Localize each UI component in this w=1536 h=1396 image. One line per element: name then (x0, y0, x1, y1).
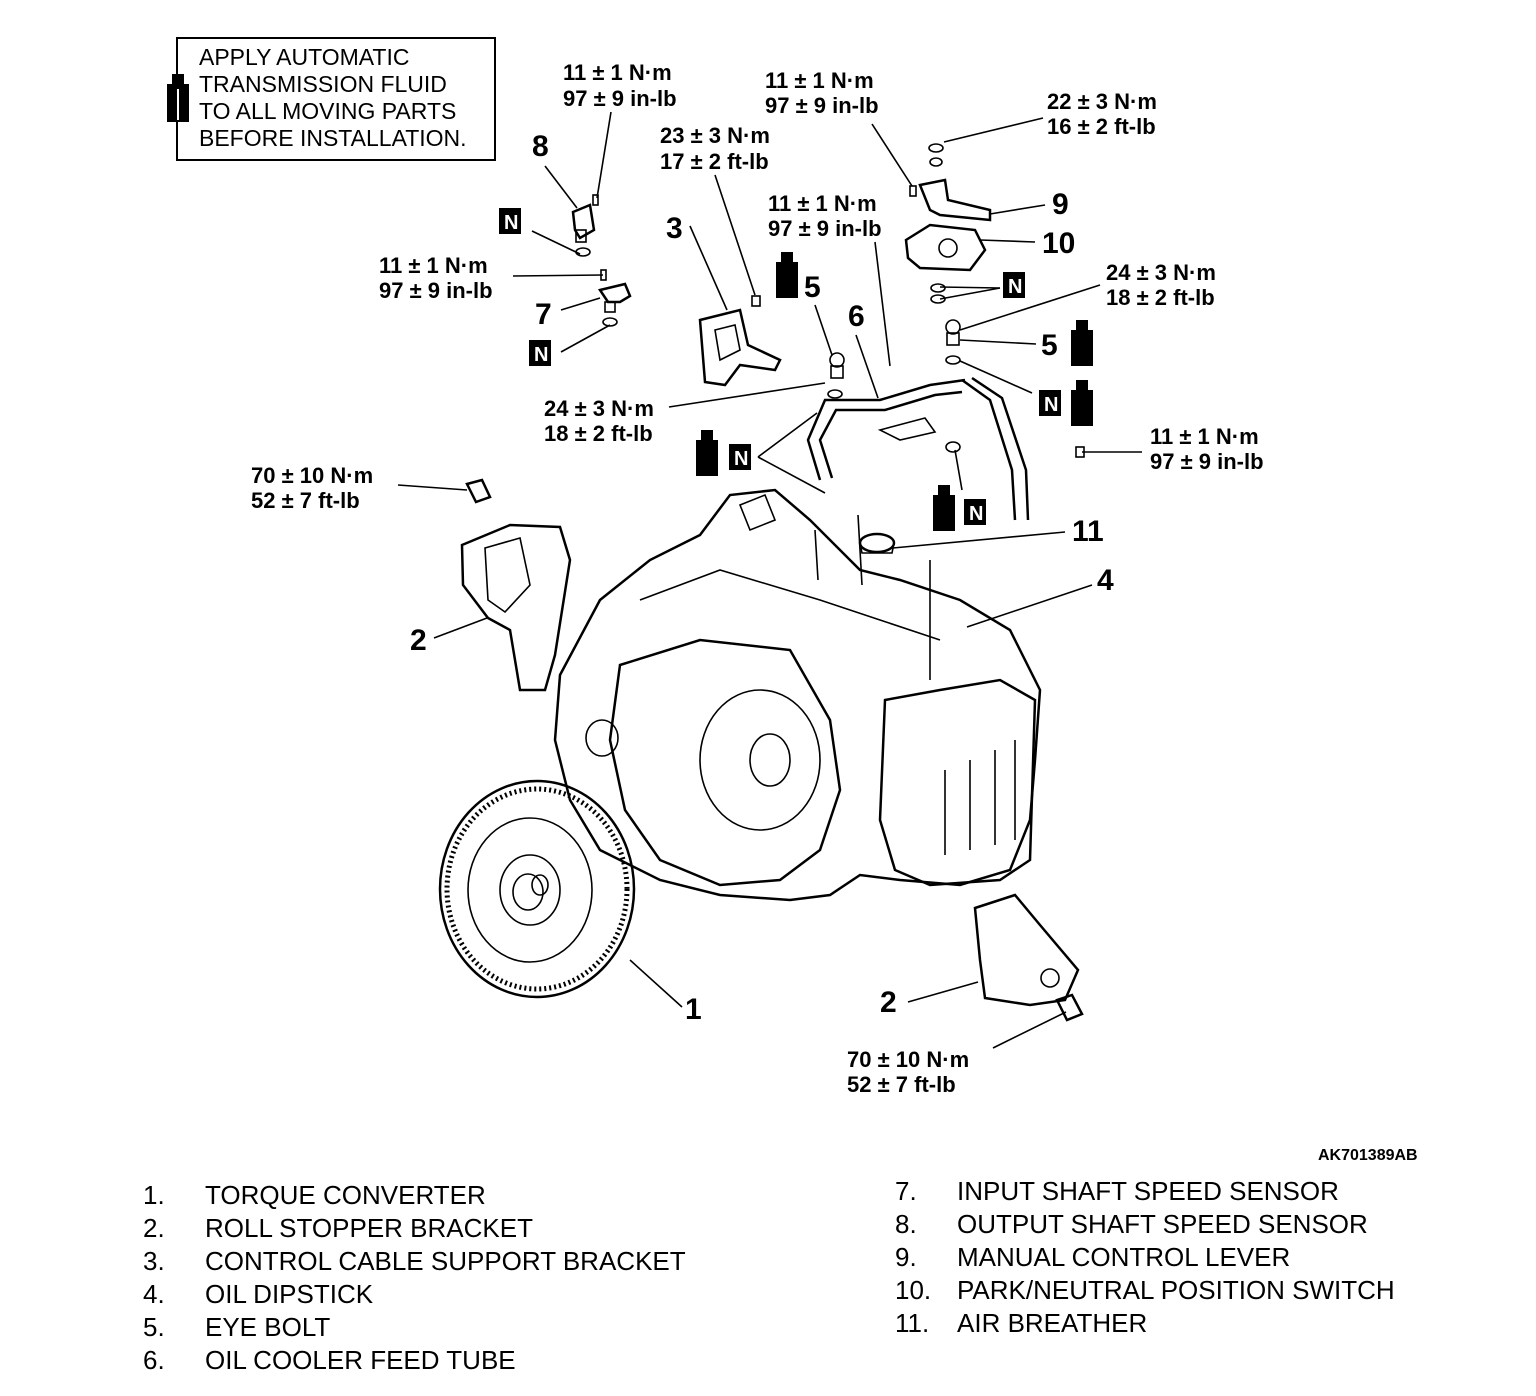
manual-control-lever (909, 143, 992, 222)
torque-2l-ftlb: 52 ± 7 ft-lb (251, 488, 360, 513)
svg-text:N: N (734, 448, 748, 470)
roll-stopper-bolt-left (465, 478, 492, 504)
callout-5-left: 5 (804, 271, 821, 304)
torque-9-ftlb: 16 ± 2 ft-lb (1047, 114, 1156, 139)
legend-item: 11.AIR BREATHER (895, 1308, 1148, 1338)
torque-5r-ftlb: 18 ± 2 ft-lb (1106, 285, 1215, 310)
torque-2r-ftlb: 52 ± 7 ft-lb (847, 1072, 956, 1097)
oil-cooler-feed-tube (806, 376, 1085, 521)
torque-3-nm: 23 ± 3 N·m (660, 123, 770, 148)
roll-stopper-bolt-right (1055, 993, 1084, 1022)
legend-item: 7.INPUT SHAFT SPEED SENSOR (895, 1176, 1339, 1206)
leader-lines (397, 111, 1142, 1049)
legend-item: 9.MANUAL CONTROL LEVER (895, 1242, 1291, 1272)
transaxle-case (553, 488, 1042, 902)
new-part-symbol: N (964, 499, 986, 525)
legend-item: 2.ROLL STOPPER BRACKET (143, 1213, 533, 1243)
torque-right-inlb: 97 ± 9 in-lb (1150, 449, 1264, 474)
new-part-symbol: N (499, 208, 521, 234)
legend-item: 6.OIL COOLER FEED TUBE (143, 1345, 516, 1375)
new-part-symbols: N N N N N N (499, 208, 1061, 525)
torque-6-nm: 11 ± 1 N·m (768, 191, 877, 216)
figure-code: AK701389AB (1318, 1147, 1418, 1164)
note-line-1: APPLY AUTOMATIC (199, 44, 409, 70)
fluid-note: APPLY AUTOMATIC TRANSMISSION FLUID TO AL… (167, 37, 496, 161)
svg-text:N: N (534, 344, 548, 366)
callout-4: 4 (1097, 564, 1114, 597)
svg-text:N: N (1008, 276, 1022, 298)
torque-5l-nm: 24 ± 3 N·m (544, 396, 654, 421)
callout-9: 9 (1052, 188, 1069, 221)
torque-8-inlb: 97 ± 9 in-lb (563, 86, 677, 111)
callout-8: 8 (532, 130, 549, 163)
torque-5l-ftlb: 18 ± 2 ft-lb (544, 421, 653, 446)
fluid-bottle-icons (696, 252, 1093, 531)
park-neutral-position-switch (904, 223, 987, 304)
torque-top-inlb: 97 ± 9 in-lb (765, 93, 879, 118)
svg-text:N: N (504, 212, 518, 234)
eye-bolt-left (827, 352, 845, 399)
callout-7: 7 (535, 298, 552, 331)
callout-2-right: 2 (880, 986, 897, 1019)
torque-top-nm: 11 ± 1 N·m (765, 68, 874, 93)
torque-7-nm: 11 ± 1 N·m (379, 253, 488, 278)
torque-8-nm: 11 ± 1 N·m (563, 60, 672, 85)
eye-bolt-right (945, 319, 961, 365)
legend-item: 3.CONTROL CABLE SUPPORT BRACKET (143, 1246, 686, 1276)
fluid-bottle-icon (776, 252, 798, 298)
fluid-bottle-icon (167, 74, 189, 122)
fluid-bottle-icon (1071, 380, 1093, 426)
torque-labels: 11 ± 1 N·m 97 ± 9 in-lb 23 ± 3 N·m 17 ± … (251, 60, 1264, 1097)
torque-converter (438, 779, 636, 999)
callout-2-left: 2 (410, 624, 427, 657)
output-shaft-speed-sensor (571, 194, 599, 257)
callout-3: 3 (666, 212, 683, 245)
torque-6-inlb: 97 ± 9 in-lb (768, 216, 882, 241)
new-part-symbol: N (729, 444, 751, 470)
new-part-symbol: N (1039, 390, 1061, 416)
callout-5-right: 5 (1041, 329, 1058, 362)
callout-10: 10 (1042, 227, 1075, 260)
torque-3-ftlb: 17 ± 2 ft-lb (660, 149, 769, 174)
legend-item: 8.OUTPUT SHAFT SPEED SENSOR (895, 1209, 1368, 1239)
callout-11: 11 (1072, 515, 1104, 548)
fluid-bottle-icon (696, 430, 718, 476)
svg-text:N: N (969, 503, 983, 525)
legend-item: 10.PARK/NEUTRAL POSITION SWITCH (895, 1275, 1395, 1305)
input-shaft-speed-sensor (597, 269, 632, 327)
air-breather (858, 532, 896, 554)
torque-7-inlb: 97 ± 9 in-lb (379, 278, 493, 303)
torque-2r-nm: 70 ± 10 N·m (847, 1047, 969, 1072)
callout-1: 1 (685, 993, 702, 1026)
torque-2l-nm: 70 ± 10 N·m (251, 463, 373, 488)
fluid-bottle-icon (933, 485, 955, 531)
torque-right-nm: 11 ± 1 N·m (1150, 424, 1259, 449)
new-part-symbol: N (1003, 272, 1025, 298)
torque-9-nm: 22 ± 3 N·m (1047, 89, 1157, 114)
svg-text:N: N (1044, 394, 1058, 416)
legend-right: 7.INPUT SHAFT SPEED SENSOR 8.OUTPUT SHAF… (895, 1175, 1395, 1340)
callout-6: 6 (848, 300, 865, 333)
roll-stopper-bracket-left (460, 523, 572, 692)
control-cable-support-bracket (698, 295, 782, 387)
roll-stopper-bracket-right (973, 893, 1080, 1007)
legend-item: 1.TORQUE CONVERTER (143, 1180, 486, 1210)
note-line-4: BEFORE INSTALLATION. (199, 125, 467, 151)
torque-5r-nm: 24 ± 3 N·m (1106, 260, 1216, 285)
fluid-bottle-icon (1071, 320, 1093, 366)
legend-item: 4.OIL DIPSTICK (143, 1279, 374, 1309)
note-line-2: TRANSMISSION FLUID (199, 71, 447, 97)
legend-item: 5.EYE BOLT (143, 1312, 331, 1342)
legend-left: 1.TORQUE CONVERTER 2.ROLL STOPPER BRACKE… (143, 1179, 686, 1377)
new-part-symbol: N (529, 340, 551, 366)
callout-numbers: 8 3 5 6 7 9 10 5 11 4 2 2 1 (410, 130, 1114, 1026)
note-line-3: TO ALL MOVING PARTS (199, 98, 456, 124)
